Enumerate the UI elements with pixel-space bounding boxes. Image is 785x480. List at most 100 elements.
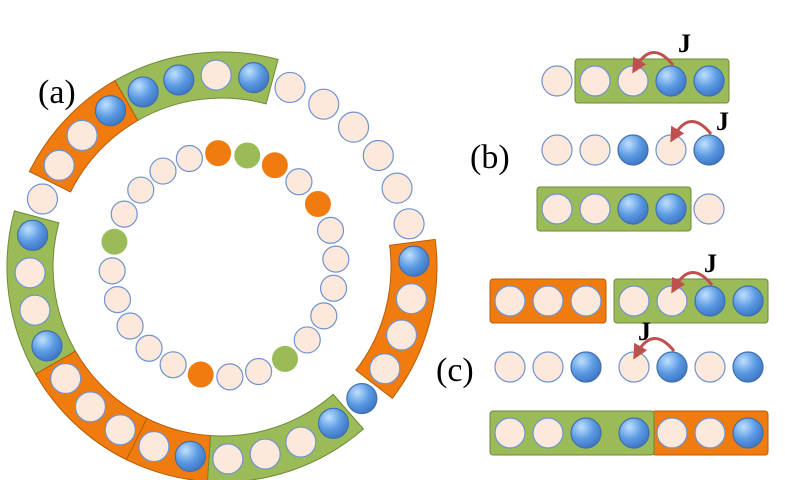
outer-ring-site [174, 440, 206, 472]
panel-b-row2-site [693, 193, 725, 225]
panel-b-row2-green-block-0 [536, 186, 692, 232]
panel-b-row2-site [579, 193, 611, 225]
panel-c-row0-site [532, 285, 564, 317]
panel-c-row2-site [732, 417, 764, 449]
inner-ring-site [316, 216, 345, 244]
inner-ring-site [159, 351, 187, 379]
inner-ring-site [175, 144, 203, 173]
inner-ring-orange-site [304, 191, 331, 218]
panel-b-row2-site [541, 193, 573, 225]
site-layer [14, 59, 764, 475]
outer-ring-site [308, 88, 340, 120]
inner-ring-site [216, 363, 244, 391]
panel-c-row1-site [732, 351, 764, 383]
panel-c-row0-site [494, 285, 526, 317]
panel-c-row1-site [694, 351, 726, 383]
hop-arrow-layer [632, 51, 714, 360]
inner-ring-site [293, 326, 321, 354]
outer-ring-site [393, 208, 425, 240]
panel-c-row2-site [656, 417, 688, 449]
panel-b-row0-site [579, 65, 611, 97]
panel-b-row0-green-block-0 [574, 58, 730, 104]
outer-ring-site [200, 59, 232, 91]
panel-c-row0-site [618, 285, 650, 317]
panel-c-row2-site [532, 417, 564, 449]
hop-label-c2: J [638, 317, 651, 346]
panel-c-row0-site [694, 285, 726, 317]
panel-b-row0-hop-arrow [632, 51, 675, 74]
outer-ring-site [274, 71, 306, 104]
panel-b-row1-hop-arrow [670, 120, 713, 143]
inner-ring-site [322, 245, 350, 273]
panel-c-row0-hop-arrow [671, 271, 714, 294]
inner-ring-site [310, 302, 338, 330]
outer-ring-site [362, 139, 394, 172]
inner-ring-site [127, 176, 155, 204]
panel-b-row1-site [579, 134, 611, 166]
outer-ring-site [285, 426, 317, 458]
outer-ring-site [337, 111, 370, 143]
panel-c-row2-site [618, 417, 650, 449]
hop-label-b1: J [678, 29, 691, 58]
hop-label-b2: J [716, 107, 729, 136]
inner-ring-site [110, 200, 138, 228]
inner-ring-orange-site [261, 152, 288, 179]
panel-c-row2-site [494, 417, 526, 449]
inner-ring-site [103, 286, 132, 314]
outer-ring-site [26, 183, 59, 215]
outer-ring-site [138, 430, 170, 463]
outer-ring-site [19, 294, 51, 326]
panel-b-row2-site [655, 193, 687, 225]
panel-c-row1-site [532, 351, 564, 383]
outer-ring-site [104, 414, 136, 446]
outer-ring-site [385, 319, 418, 351]
panel-c-row0-site [656, 285, 688, 317]
panel-b-row1-site [655, 134, 687, 166]
inner-ring-site [98, 257, 126, 285]
outer-ring-site [17, 219, 49, 251]
panel-c-row1-site [570, 351, 602, 383]
outer-ring-site [43, 149, 75, 181]
inner-ring-green-site [101, 228, 128, 255]
inner-ring-site [285, 168, 313, 196]
outer-ring-site [66, 119, 98, 152]
outer-ring-site [381, 172, 413, 204]
panel-b-row2-site [617, 193, 649, 225]
panel-c-row0-site [570, 285, 602, 317]
inner-ring-site [245, 357, 273, 386]
outer-ring-site [212, 443, 244, 475]
outer-ring-site [127, 76, 159, 108]
outer-ring-site [163, 64, 195, 96]
outer-ring-site [346, 382, 378, 415]
outer-ring-site [398, 245, 430, 277]
outer-ring-site [14, 257, 46, 289]
panel-c-row0-green-block-0 [613, 278, 769, 324]
outer-ring-site [74, 391, 107, 423]
panel-b-row0-site [617, 65, 649, 97]
outer-ring-site [249, 438, 281, 470]
inner-ring-site [319, 274, 348, 302]
panel-label-c: (c) [436, 352, 474, 389]
outer-ring-site [395, 283, 427, 315]
inner-ring-layer [98, 140, 350, 391]
panel-b-row1-site [541, 134, 573, 166]
panel-c-row0-site [732, 285, 764, 317]
panel-c-row1-site [618, 351, 650, 383]
hop-label-c1: J [704, 249, 717, 278]
outer-ring-site [31, 330, 63, 362]
panel-b-row0-site [541, 65, 573, 97]
inner-ring-orange-site [187, 361, 214, 388]
inner-ring-site [149, 157, 177, 185]
panel-c-row1-site [656, 351, 688, 383]
outer-ring-site [50, 362, 82, 395]
panel-c-row2-site [570, 417, 602, 449]
panel-label-b: (b) [470, 139, 510, 176]
outer-ring-site [317, 407, 350, 439]
inner-ring-orange-site [205, 140, 232, 167]
panel-b-row1-site [617, 134, 649, 166]
panel-c-row1-site [494, 351, 526, 383]
panel-c-row2-site [694, 417, 726, 449]
inner-ring-site [116, 312, 144, 340]
